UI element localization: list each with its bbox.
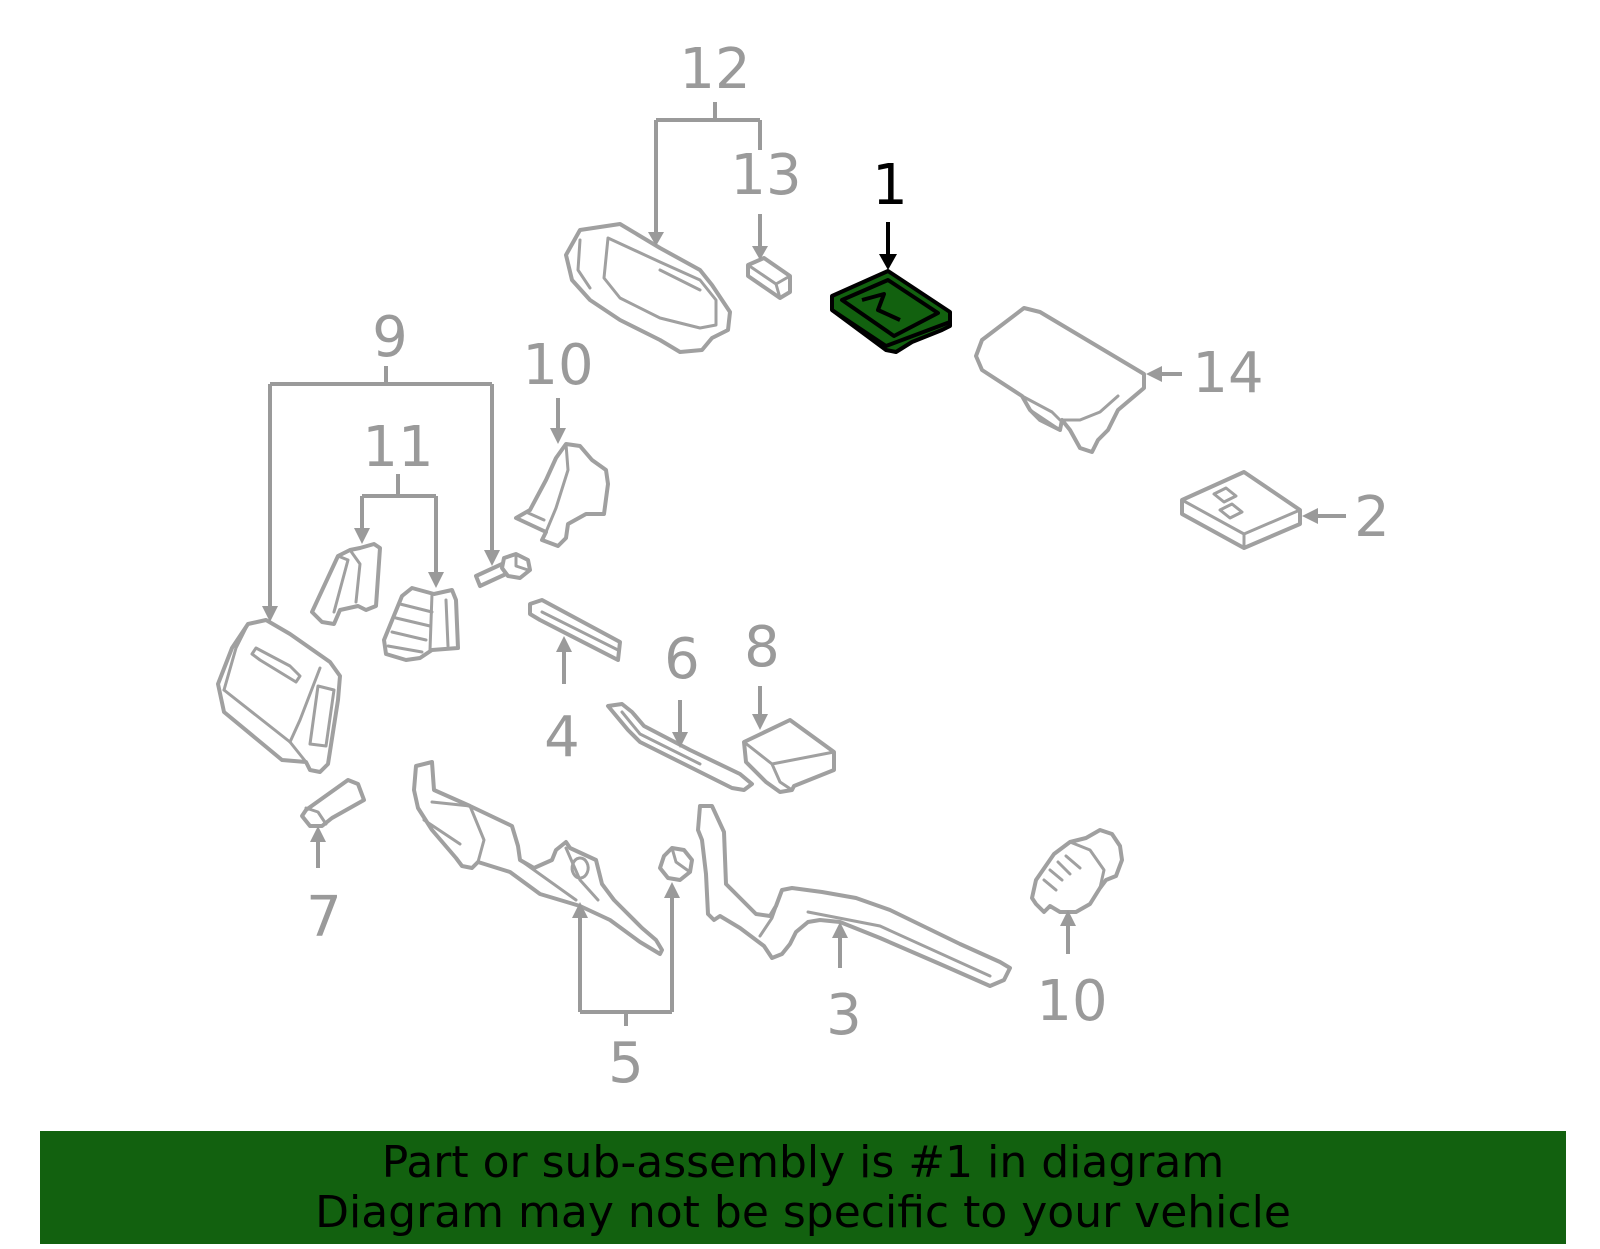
part-9-shape[interactable] [216, 618, 342, 774]
arrow-5-right [664, 882, 680, 898]
arrow-11-left [354, 528, 370, 544]
arrow-9-right [484, 550, 500, 566]
part-1-shape[interactable] [830, 269, 952, 354]
arrow-13 [752, 246, 768, 260]
label-9: 9 [372, 305, 408, 370]
part-9-bolt-shape[interactable] [474, 552, 532, 588]
arrow-7 [310, 826, 326, 842]
arrow-1 [879, 254, 897, 270]
leader-5 [578, 894, 674, 1026]
label-2: 2 [1354, 485, 1390, 550]
arrow-3 [832, 922, 848, 938]
arrow-5-left [572, 902, 588, 918]
part-7-shape[interactable] [300, 778, 366, 828]
label-5: 5 [608, 1031, 644, 1096]
banner-line-2: Diagram may not be specific to your vehi… [315, 1186, 1291, 1238]
part-4-shape[interactable] [528, 598, 622, 662]
part-2-shape[interactable] [1180, 470, 1302, 550]
arrow-2 [1302, 508, 1318, 524]
part-5-nut-shape[interactable] [658, 846, 694, 882]
label-10-lower: 10 [1036, 969, 1107, 1034]
banner-background [40, 1131, 1566, 1244]
part-5-shape[interactable] [412, 760, 664, 956]
part-12-shape[interactable] [564, 222, 732, 354]
leader-9 [268, 366, 494, 608]
label-14: 14 [1192, 341, 1263, 406]
label-10-upper: 10 [522, 333, 593, 398]
arrow-12 [648, 232, 664, 246]
arrow-14 [1146, 366, 1162, 382]
part-14-shape[interactable] [974, 306, 1146, 454]
label-13: 13 [730, 143, 801, 208]
label-11: 11 [362, 415, 433, 480]
part-11-left-shape[interactable] [310, 542, 382, 626]
part-3-shape[interactable] [696, 804, 1012, 988]
part-8-shape[interactable] [742, 718, 836, 794]
arrow-6 [672, 732, 688, 748]
arrow-4 [556, 636, 572, 652]
label-8: 8 [744, 615, 780, 680]
label-6: 6 [664, 627, 700, 692]
label-1: 1 [872, 153, 908, 218]
part-10-lower-shape[interactable] [1030, 828, 1124, 914]
label-3: 3 [826, 983, 862, 1048]
arrow-8 [752, 714, 768, 730]
part-11-right-shape[interactable] [382, 586, 460, 662]
arrow-10-lower [1060, 910, 1076, 926]
arrow-9-left [262, 606, 278, 622]
arrow-11-right [428, 572, 444, 588]
info-banner: Part or sub-assembly is #1 in diagram Di… [40, 1131, 1566, 1244]
arrow-10-upper [550, 428, 566, 444]
leader-12 [654, 102, 762, 236]
label-12: 12 [679, 37, 750, 102]
leader-11 [360, 474, 438, 576]
banner-line-1: Part or sub-assembly is #1 in diagram [381, 1136, 1225, 1188]
part-13-shape[interactable] [746, 256, 792, 300]
part-10-upper-shape[interactable] [514, 442, 610, 548]
label-4: 4 [544, 705, 580, 770]
label-7: 7 [306, 885, 342, 950]
